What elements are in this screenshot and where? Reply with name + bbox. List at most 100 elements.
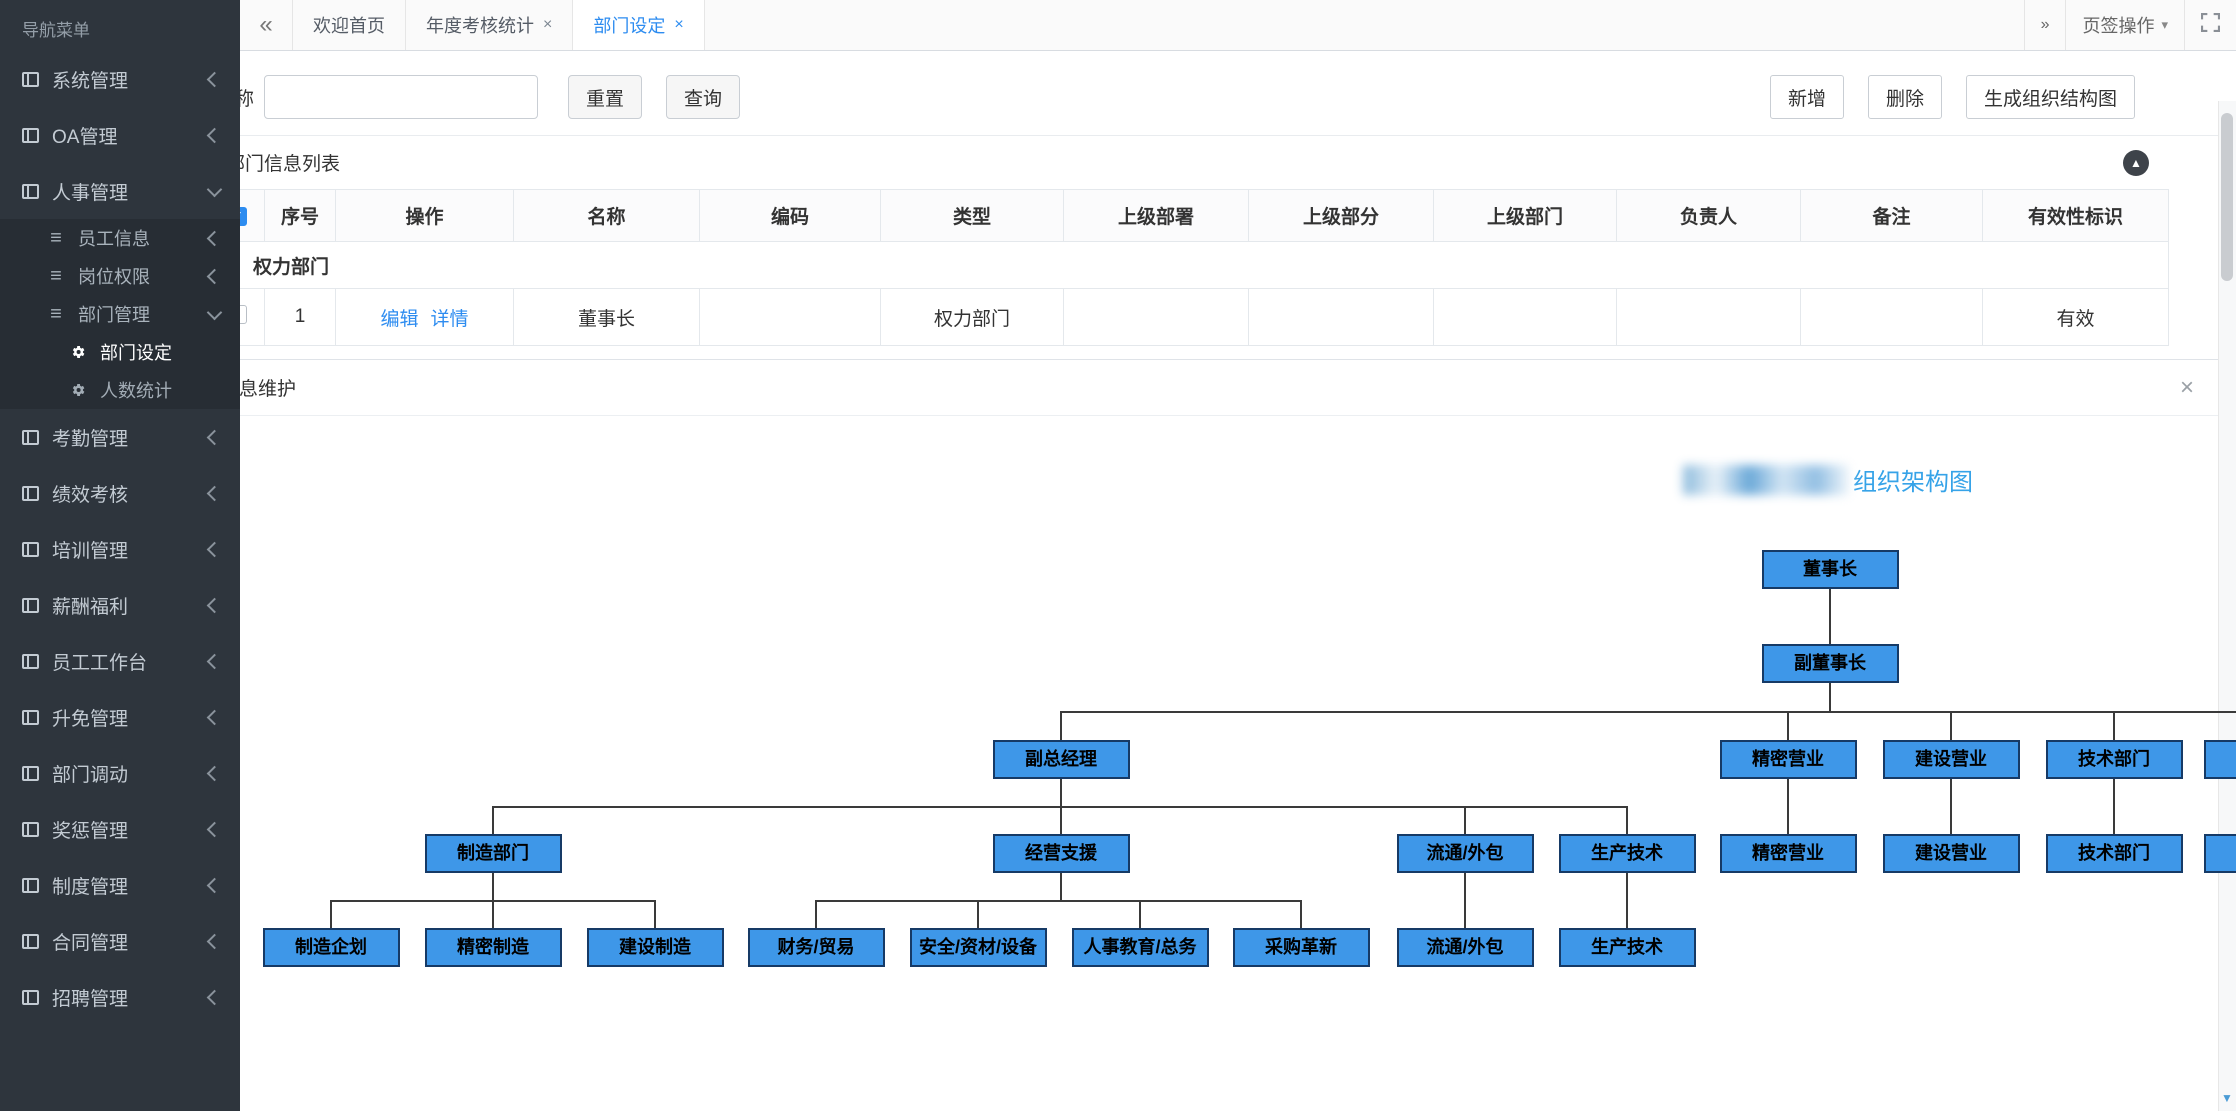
detail-link[interactable]: 详情 [430,308,469,330]
org-node[interactable]: 建设制造 [586,928,724,967]
tab-2[interactable]: 部门设定× [573,0,705,50]
cell-type: 权力部门 [880,288,1064,346]
tabs-scroll-right-button[interactable]: » [2023,0,2066,50]
col-operation: 操作 [335,189,514,242]
org-node[interactable]: 人事教育/总务 [1071,928,1209,967]
delete-button[interactable]: 删除 [1867,75,1942,119]
edit-link[interactable]: 编辑 [380,308,419,330]
org-node[interactable]: 制造企划 [262,928,400,967]
sidebar-item-2-2-1[interactable]: 人数统计 [0,371,240,409]
sidebar-item-2-0[interactable]: ≡员工信息 [0,219,240,257]
org-node[interactable]: 流通/外包 [1396,928,1534,967]
cell-superior-part [1248,288,1434,346]
query-button[interactable]: 查询 [666,75,741,119]
org-node[interactable]: 经营支援 [992,834,1130,873]
chevron-left-icon [206,765,223,781]
group-label: 权力部门 [240,241,2169,289]
tab-close-icon[interactable]: × [543,16,553,33]
cell-remark [1800,288,1983,346]
arrow-up-icon: ▲ [2130,155,2142,170]
sidebar-item-2[interactable]: 人事管理 [0,163,240,219]
sidebar-item-13[interactable]: 招聘管理 [0,969,240,1025]
add-button[interactable]: 新增 [1769,75,1844,119]
sidebar-item-1[interactable]: OA管理 [0,107,240,163]
row-checkbox[interactable] [240,304,247,324]
org-node[interactable]: 生产技术 [1558,834,1696,873]
tab-list: 欢迎首页 年度考核统计×部门设定× [293,0,705,50]
org-node[interactable]: 精密制造 [424,928,562,967]
sidebar-item-9[interactable]: 部门调动 [0,745,240,801]
org-node[interactable]: 生产技术 [1558,928,1696,967]
scroll-down-arrow-icon[interactable]: ▼ [2221,1091,2233,1105]
sidebar-item-3[interactable]: 考勤管理 [0,409,240,465]
vertical-scrollbar[interactable]: ▼ [2218,101,2236,1111]
maintenance-panel-header: 部门信息维护 × [240,360,2219,416]
list-panel-header: 部门信息列表 ▲ [240,136,2219,189]
org-node[interactable]: 财务/贸易 [747,928,885,967]
org-node[interactable]: 流通/外包 [1396,834,1534,873]
cell-superior-dept [1433,288,1617,346]
org-node[interactable]: 技术部门 [2045,834,2183,873]
tab-actions-label: 页签操作 [2082,16,2155,36]
tab-0[interactable]: 欢迎首页 [293,0,406,50]
org-node[interactable]: 精密营业 [1719,740,1857,779]
org-node[interactable]: 事务部门 [2203,740,2236,779]
sidebar-item-4[interactable]: 绩效考核 [0,465,240,521]
sidebar-item-12[interactable]: 合同管理 [0,913,240,969]
sidebar-item-10[interactable]: 奖惩管理 [0,801,240,857]
org-node[interactable]: 技术部门 [2045,740,2183,779]
name-search-input[interactable] [264,75,539,119]
tab-actions-dropdown[interactable]: 页签操作 ▾ [2065,0,2184,50]
book-icon [20,485,40,501]
collapse-panel-button[interactable]: ▲ [2123,149,2149,176]
tab-close-icon[interactable]: × [674,16,684,33]
generate-org-chart-button[interactable]: 生成组织结构图 [1965,75,2135,119]
sidebar-item-6[interactable]: 薪酬福利 [0,577,240,633]
menu-item-label: 岗位权限 [78,267,150,287]
org-node[interactable]: 副董事长 [1761,644,1899,683]
reset-button[interactable]: 重置 [568,75,643,119]
org-node[interactable]: 建设营业 [1882,834,2020,873]
fullscreen-button[interactable] [2184,0,2236,50]
sidebar-item-2-2-0[interactable]: 部门设定 [0,333,240,371]
double-left-arrow-icon: « [259,11,273,38]
menu-item-label: 系统管理 [52,70,129,92]
sidebar-item-2-1[interactable]: ≡ 岗位权限 [0,257,240,295]
chevron-left-icon [206,821,223,837]
sidebar-item-11[interactable]: 制度管理 [0,857,240,913]
org-node[interactable]: 采购革新 [1232,928,1370,967]
sidebar-item-0[interactable]: 系统管理 [0,51,240,107]
sidebar-item-8[interactable]: 升免管理 [0,689,240,745]
chevron-left-icon [206,127,223,143]
chevron-left-icon [206,709,223,725]
select-all-checkbox[interactable]: ✓ [240,206,247,226]
sidebar-item-7[interactable]: 员工工作台 [0,633,240,689]
org-connector [330,900,656,902]
book-icon [20,989,40,1005]
close-panel-icon[interactable]: × [2179,373,2194,401]
org-connector [1626,873,1628,928]
sidebar-item-2-2[interactable]: ≡部门管理 [0,295,240,333]
org-node[interactable]: 副总经理 [992,740,1130,779]
search-toolbar: 名称 重置 查询 新增 删除 生成组织结构图 [240,51,2219,136]
org-node[interactable]: 精密营业 [1719,834,1857,873]
tabs-scroll-left-button[interactable]: « [240,0,293,50]
tab-1[interactable]: 年度考核统计× [406,0,574,50]
scrollbar-thumb[interactable] [2221,113,2233,281]
table-row[interactable]: 1 编辑详情 董事长 权力部门 有效 [240,288,2169,346]
sidebar-title: 导航菜单 [22,21,90,40]
menu-item-label: 人数统计 [100,381,172,401]
org-node[interactable]: 建设营业 [1882,740,2020,779]
menu-item-label: 合同管理 [52,932,129,954]
chevron-left-icon [206,933,223,949]
sidebar-item-5[interactable]: 培训管理 [0,521,240,577]
org-node[interactable]: 安全/资材/设备 [909,928,1047,967]
tab-label: 欢迎首页 [313,16,385,36]
org-node[interactable]: 事务部门 [2203,834,2236,873]
list-icon: ≡ [50,265,62,287]
org-node[interactable]: 制造部门 [424,834,562,873]
gears-icon [68,344,88,360]
org-node[interactable]: 董事长 [1761,550,1899,589]
org-connector [1300,902,1302,928]
